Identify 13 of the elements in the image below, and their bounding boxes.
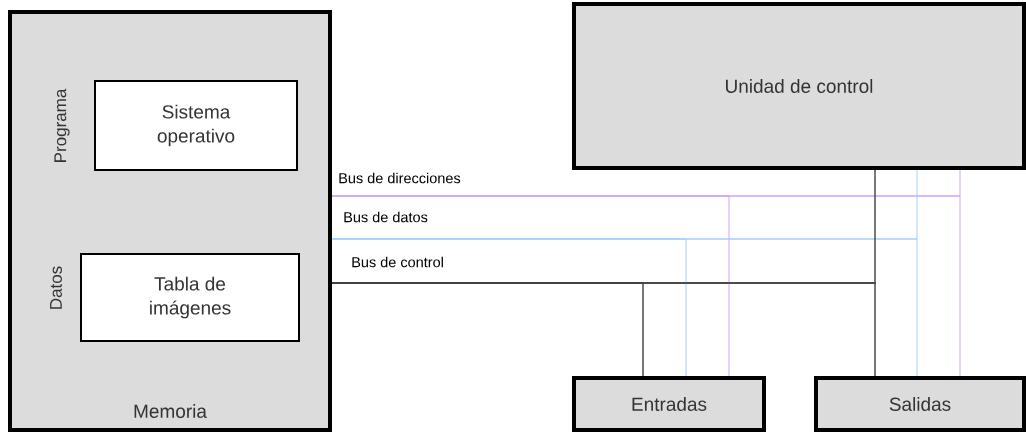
bus-line <box>331 195 961 377</box>
edge-label: Bus de datos <box>342 210 429 224</box>
bus-line <box>331 282 876 377</box>
edge-label: Bus de direcciones <box>337 171 462 185</box>
bus-line <box>331 238 918 377</box>
unit-box: Entradas <box>572 376 766 432</box>
unit-box: Salidas <box>814 376 1026 432</box>
side-label: Programa <box>54 88 70 162</box>
inner-box: Tabla de imágenes <box>80 253 300 342</box>
unit-box: Unidad de control <box>572 2 1026 170</box>
side-label: Datos <box>50 266 62 309</box>
inner-box: Sistema operativo <box>94 80 298 171</box>
edge-label: Bus de control <box>350 255 445 269</box>
